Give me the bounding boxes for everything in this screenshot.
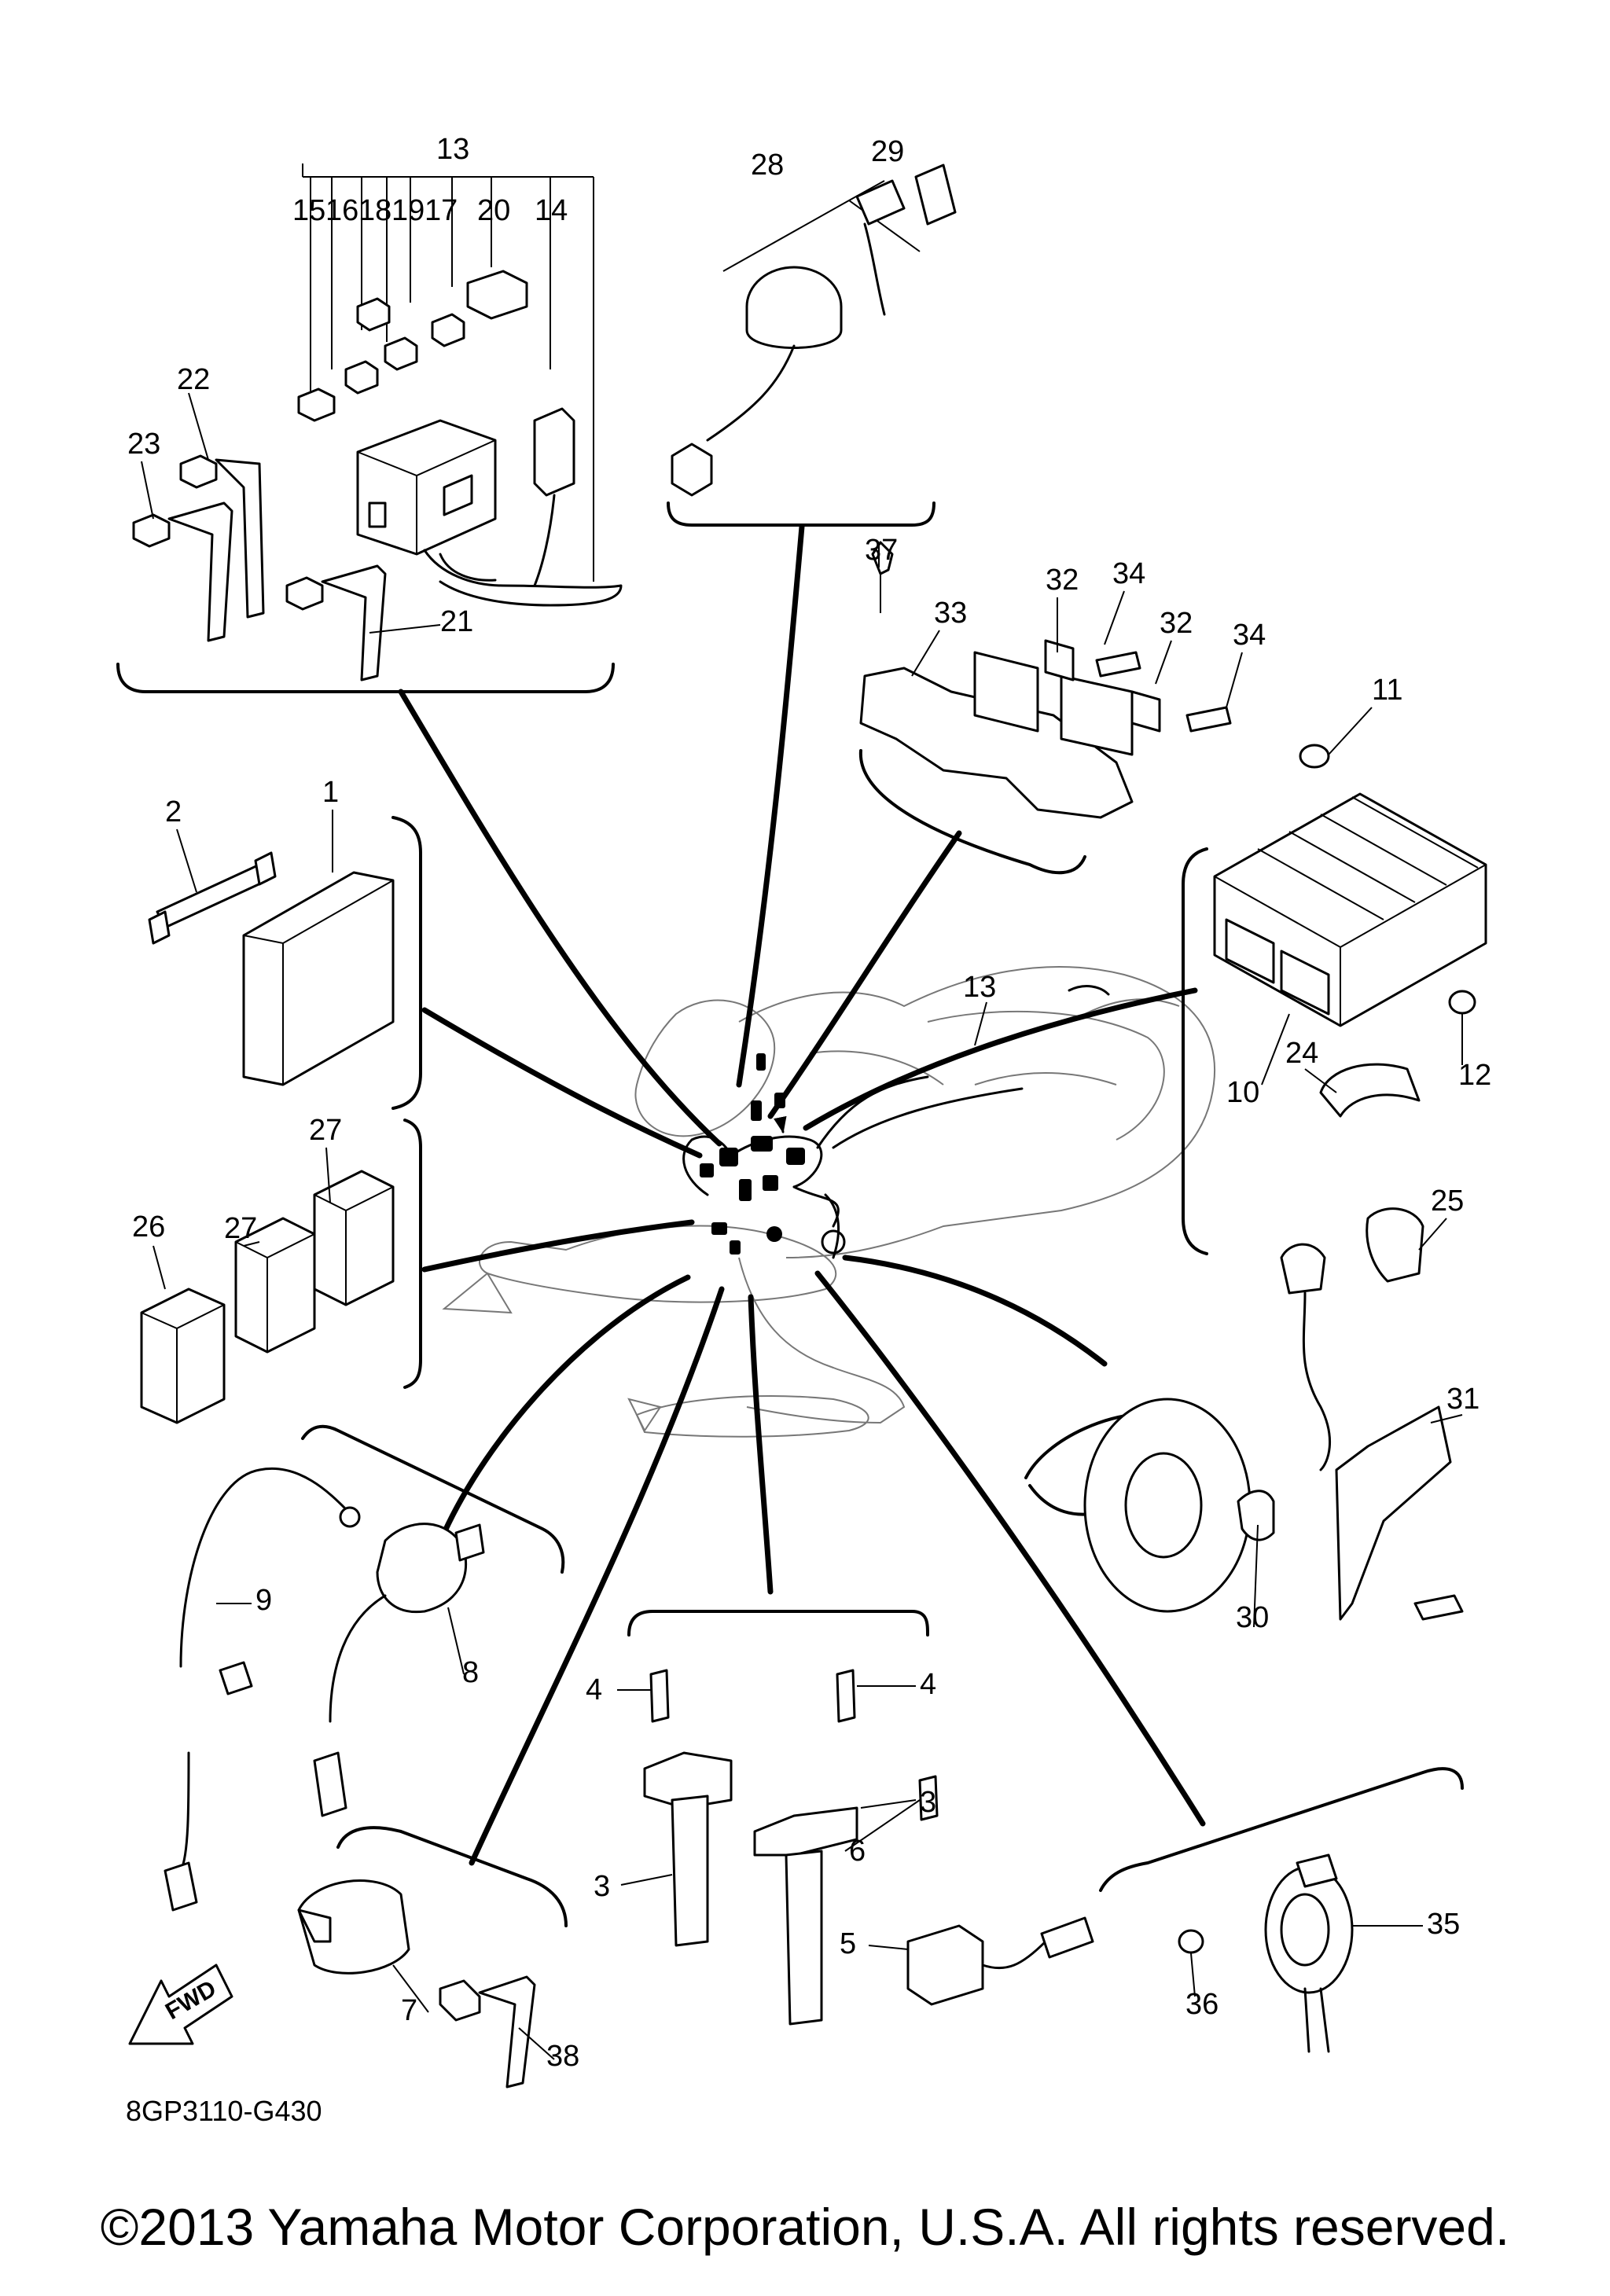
ecu-group xyxy=(148,851,395,1086)
part-label: 16 xyxy=(325,194,358,227)
copyright-footer: ©2013 Yamaha Motor Corporation, U.S.A. A… xyxy=(100,2198,1510,2256)
fwd-arrow: FWD xyxy=(128,1964,233,2045)
part-label: 1 xyxy=(322,776,339,809)
part-label: 36 xyxy=(1185,1988,1219,2021)
part-label: 30 xyxy=(1236,1601,1269,1634)
part-label: 18 xyxy=(358,194,391,227)
part-label: 12 xyxy=(1458,1059,1491,1092)
part-label: 9 xyxy=(255,1584,272,1617)
part-label: 17 xyxy=(425,194,458,227)
part-label: 3 xyxy=(594,1870,610,1903)
part-label: 21 xyxy=(440,605,473,638)
part-label: 5 xyxy=(840,1927,856,1960)
ignition-coil-group xyxy=(643,1669,1094,2026)
relay-bracket-group xyxy=(859,541,1232,819)
part-label: 26 xyxy=(132,1210,165,1244)
part-label: 29 xyxy=(871,135,904,168)
leader-lines xyxy=(398,523,1206,1866)
rectifier-group xyxy=(1213,744,1487,1118)
center-frame-assembly xyxy=(442,965,1215,1438)
part-label: 10 xyxy=(1226,1076,1259,1109)
part-label: 27 xyxy=(224,1212,257,1245)
part-label: 25 xyxy=(1431,1185,1464,1218)
part-label: 4 xyxy=(920,1668,936,1701)
part-label: 7 xyxy=(401,1994,417,2027)
main-switch-group xyxy=(671,163,957,497)
part-label: 31 xyxy=(1446,1383,1480,1416)
pressure-sensor-group xyxy=(297,1879,536,2088)
part-label: 13 xyxy=(963,971,996,1004)
part-label: 15 xyxy=(292,194,325,227)
part-label: 3 xyxy=(920,1786,936,1819)
part-label: 32 xyxy=(1160,607,1193,640)
part-label: 33 xyxy=(934,597,967,630)
part-label: 37 xyxy=(865,534,898,567)
relay-group xyxy=(140,1170,395,1424)
part-label: 24 xyxy=(1285,1037,1318,1070)
part-labels: 1 2 3 3 4 4 5 6 7 8 9 10 11 12 13 13 14 … xyxy=(127,133,1491,2073)
part-label: 35 xyxy=(1427,1908,1460,1941)
part-label: 38 xyxy=(546,2040,579,2073)
part-label: 22 xyxy=(177,363,210,396)
part-label: 27 xyxy=(309,1114,342,1147)
part-label: 8 xyxy=(462,1656,479,1689)
part-label: 14 xyxy=(535,194,568,227)
part-label: 4 xyxy=(586,1673,602,1706)
part-label: 34 xyxy=(1233,619,1266,652)
part-label: 19 xyxy=(391,194,425,227)
part-label: 2 xyxy=(165,795,182,828)
part-label: 28 xyxy=(751,149,784,182)
part-label: 20 xyxy=(477,194,510,227)
part-label: 32 xyxy=(1046,564,1079,597)
fuse-box-group xyxy=(132,163,623,681)
lead-wire-group xyxy=(164,1468,485,1912)
label-leaders xyxy=(141,392,1463,2060)
temp-sensor-group xyxy=(1178,1853,1354,2053)
part-label: 13 xyxy=(436,133,469,166)
brackets xyxy=(116,501,1464,1927)
diagram-code: 8GP3110-G430 xyxy=(126,2095,322,2127)
part-label: 6 xyxy=(849,1835,866,1868)
pickup-coil-group xyxy=(1083,1207,1464,1621)
part-label: 11 xyxy=(1372,674,1402,707)
part-label: 34 xyxy=(1112,557,1145,590)
part-label: 23 xyxy=(127,428,160,461)
